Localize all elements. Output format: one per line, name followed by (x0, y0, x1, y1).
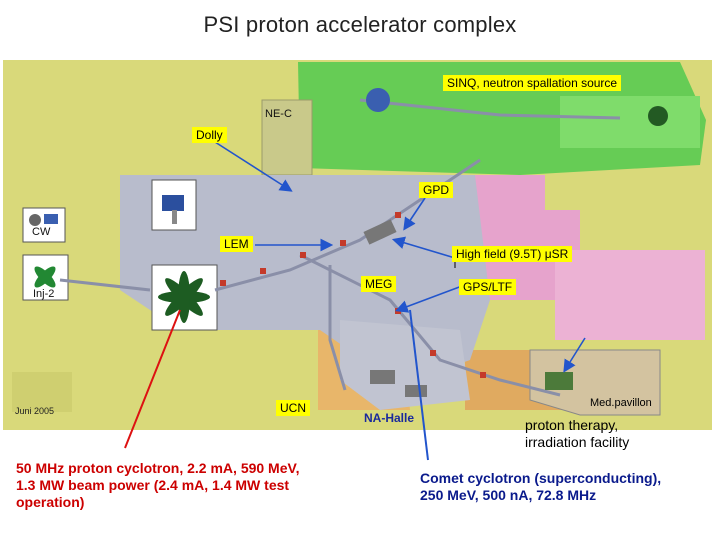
comet-caption-line: 250 MeV, 500 nA, 72.8 MHz (420, 487, 597, 503)
arrow-ring-cyclotron (124, 309, 181, 449)
arrow-gpd (403, 197, 426, 231)
sinq-guide-hall (560, 96, 700, 148)
comet-caption: Comet cyclotron (superconducting), 250 M… (420, 470, 661, 504)
date-label: Juni 2005 (15, 406, 55, 416)
arrow-dolly (214, 141, 293, 192)
inj2-label: Inj-2 (33, 288, 55, 300)
comet-caption-line: Comet cyclotron (superconducting), (420, 470, 662, 486)
cyclotron-50mhz-caption: 50 MHz proton cyclotron, 2.2 mA, 590 MeV… (16, 460, 299, 511)
inj2-box (22, 254, 69, 301)
cyclotron-caption-line: operation) (16, 494, 85, 510)
page-title: PSI proton accelerator complex (203, 12, 517, 37)
proton-therapy-caption: proton therapy, irradiation facility (525, 417, 629, 451)
cw-icon (29, 214, 58, 226)
na-halle-zone (340, 320, 470, 410)
high-field-label: High field (9.5T) μSR (452, 246, 573, 262)
dolly-label: Dolly (192, 127, 227, 143)
med-pavilion-label: Med.pavillon (590, 397, 652, 409)
proton-therapy-line: irradiation facility (525, 434, 630, 450)
med-pavilion-building (529, 349, 661, 416)
arrow-comet (409, 309, 429, 461)
meg-label: MEG (361, 276, 397, 292)
gpd-label: GPD (419, 182, 454, 198)
arrow-high-field (391, 236, 456, 259)
cw-box (22, 207, 66, 243)
date-area (12, 372, 72, 412)
arrow-gps-ltf (395, 285, 463, 313)
arrow-med-pavilion (563, 337, 586, 373)
gpd-magnet-icon (162, 195, 184, 224)
gps-ltf-label: GPS/LTF (459, 279, 517, 295)
ucn-label: UCN (276, 400, 310, 416)
experiment-equipment (363, 219, 573, 397)
ring-cyclotron-icon (158, 271, 210, 323)
na-halle-label: NA-Halle (364, 411, 415, 425)
proton-therapy-line: proton therapy, (525, 417, 619, 433)
ne-c-area (261, 99, 313, 176)
cw-label: CW (32, 226, 51, 238)
inj2-cyclotron-icon (34, 266, 56, 288)
cyclotron-caption-line: 50 MHz proton cyclotron, 2.2 mA, 590 MeV… (16, 460, 300, 476)
pink-area-right (475, 175, 580, 300)
cyclotron-caption-line: 1.3 MW beam power (2.4 mA, 1.4 MW test (16, 477, 290, 493)
pink-area-far-right (555, 250, 705, 340)
ne-c-label: NE-C (265, 108, 292, 120)
lem-label: LEM (220, 236, 253, 252)
sinq-target-icon (366, 88, 668, 126)
sinq-label: SINQ, neutron spallation source (443, 75, 622, 91)
